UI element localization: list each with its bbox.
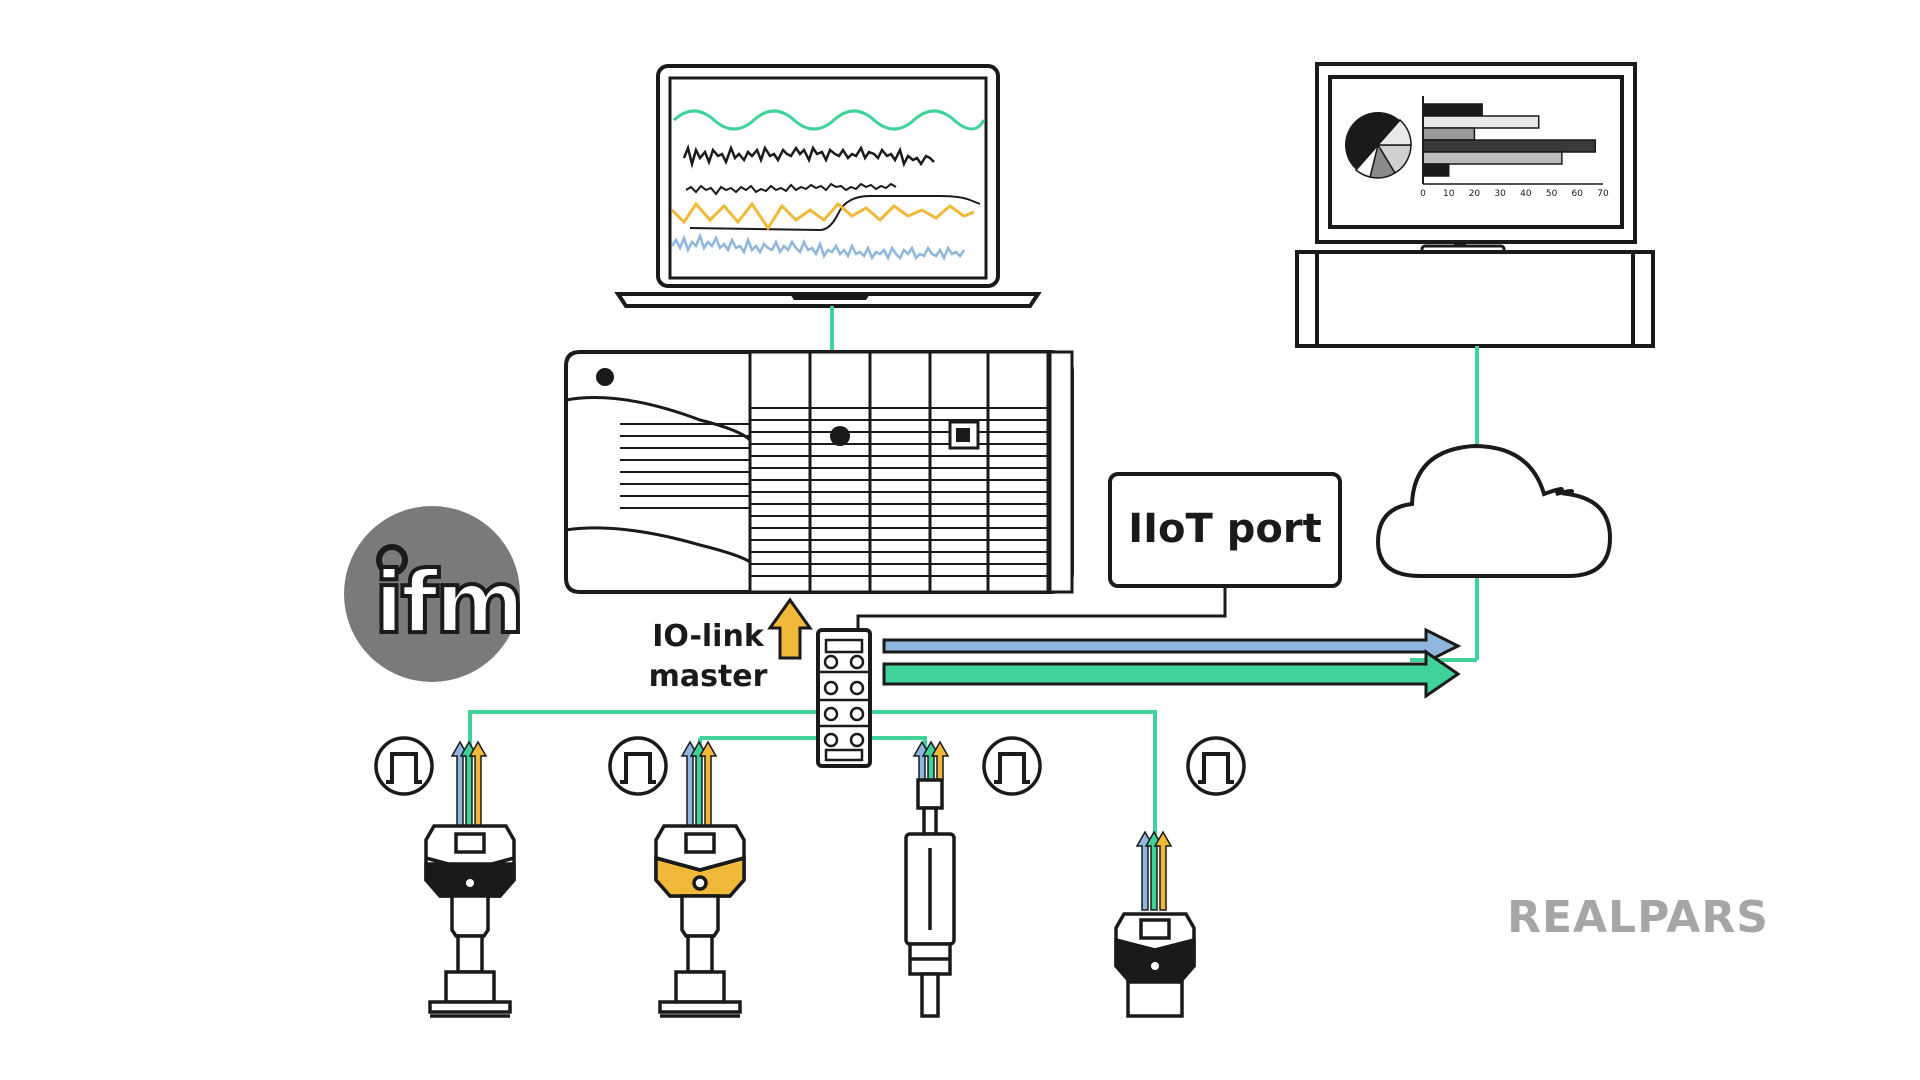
digital-signal-icon <box>1186 736 1246 796</box>
bar-4 <box>1422 139 1597 153</box>
sensor-icon <box>424 824 516 1018</box>
trend-line-step <box>689 195 981 232</box>
trend-line-yellow <box>670 201 975 231</box>
laptop-icon <box>614 64 1042 308</box>
io-link-master-label-line2: master <box>649 659 768 694</box>
io-link-master-label-line1: IO-link <box>652 619 765 654</box>
ifm-logo-text: ifm <box>374 553 522 653</box>
io-link-master-icon <box>816 628 872 768</box>
iiot-port-label: IIoT port <box>1128 506 1321 552</box>
x-tick-label: 30 <box>1494 189 1506 199</box>
x-tick-label: 10 <box>1443 189 1455 199</box>
x-tick-label: 60 <box>1572 189 1584 199</box>
up-arrow-icon <box>767 597 813 660</box>
iiot-port-box: IIoT port <box>856 472 1342 634</box>
bar-chart-x-ticks: 0 10 20 30 40 50 60 70 <box>1420 189 1609 199</box>
sensor-icon <box>904 778 956 1018</box>
signal-arrows-4 <box>1135 830 1173 911</box>
monitor-icon: 0 10 20 30 40 50 60 70 <box>1315 62 1637 256</box>
data-arrow-icon <box>882 627 1462 699</box>
signal-arrows-3 <box>912 740 950 781</box>
bar-3 <box>1422 127 1476 141</box>
bar-2 <box>1422 115 1540 129</box>
cloud-icon <box>1375 443 1613 578</box>
digital-signal-icon <box>982 736 1042 796</box>
trend-line-green <box>672 109 986 131</box>
server-icon <box>1295 250 1655 348</box>
x-tick-label: 70 <box>1597 189 1609 199</box>
x-tick-label: 40 <box>1520 189 1532 199</box>
bar-6 <box>1422 163 1450 177</box>
plc-icon <box>564 350 1074 594</box>
bar-1 <box>1422 103 1483 117</box>
x-tick-label: 0 <box>1420 189 1426 199</box>
pie-chart <box>1345 112 1412 179</box>
digital-signal-icon <box>374 736 434 796</box>
signal-arrows-2 <box>680 740 718 827</box>
bar-5 <box>1422 151 1563 165</box>
trend-line-black-2 <box>685 182 897 196</box>
realpars-logo: REALPARS <box>1507 892 1769 943</box>
trend-line-black-1 <box>682 143 935 169</box>
signal-arrows-1 <box>450 740 488 827</box>
x-tick-label: 20 <box>1469 189 1481 199</box>
bar-chart <box>1422 103 1597 177</box>
sensor-icon <box>1114 912 1196 1018</box>
x-tick-label: 50 <box>1546 189 1558 199</box>
digital-signal-icon <box>608 736 668 796</box>
sensor-icon <box>654 824 746 1018</box>
trend-line-blue <box>670 232 966 262</box>
ifm-logo: ifm <box>344 506 527 682</box>
